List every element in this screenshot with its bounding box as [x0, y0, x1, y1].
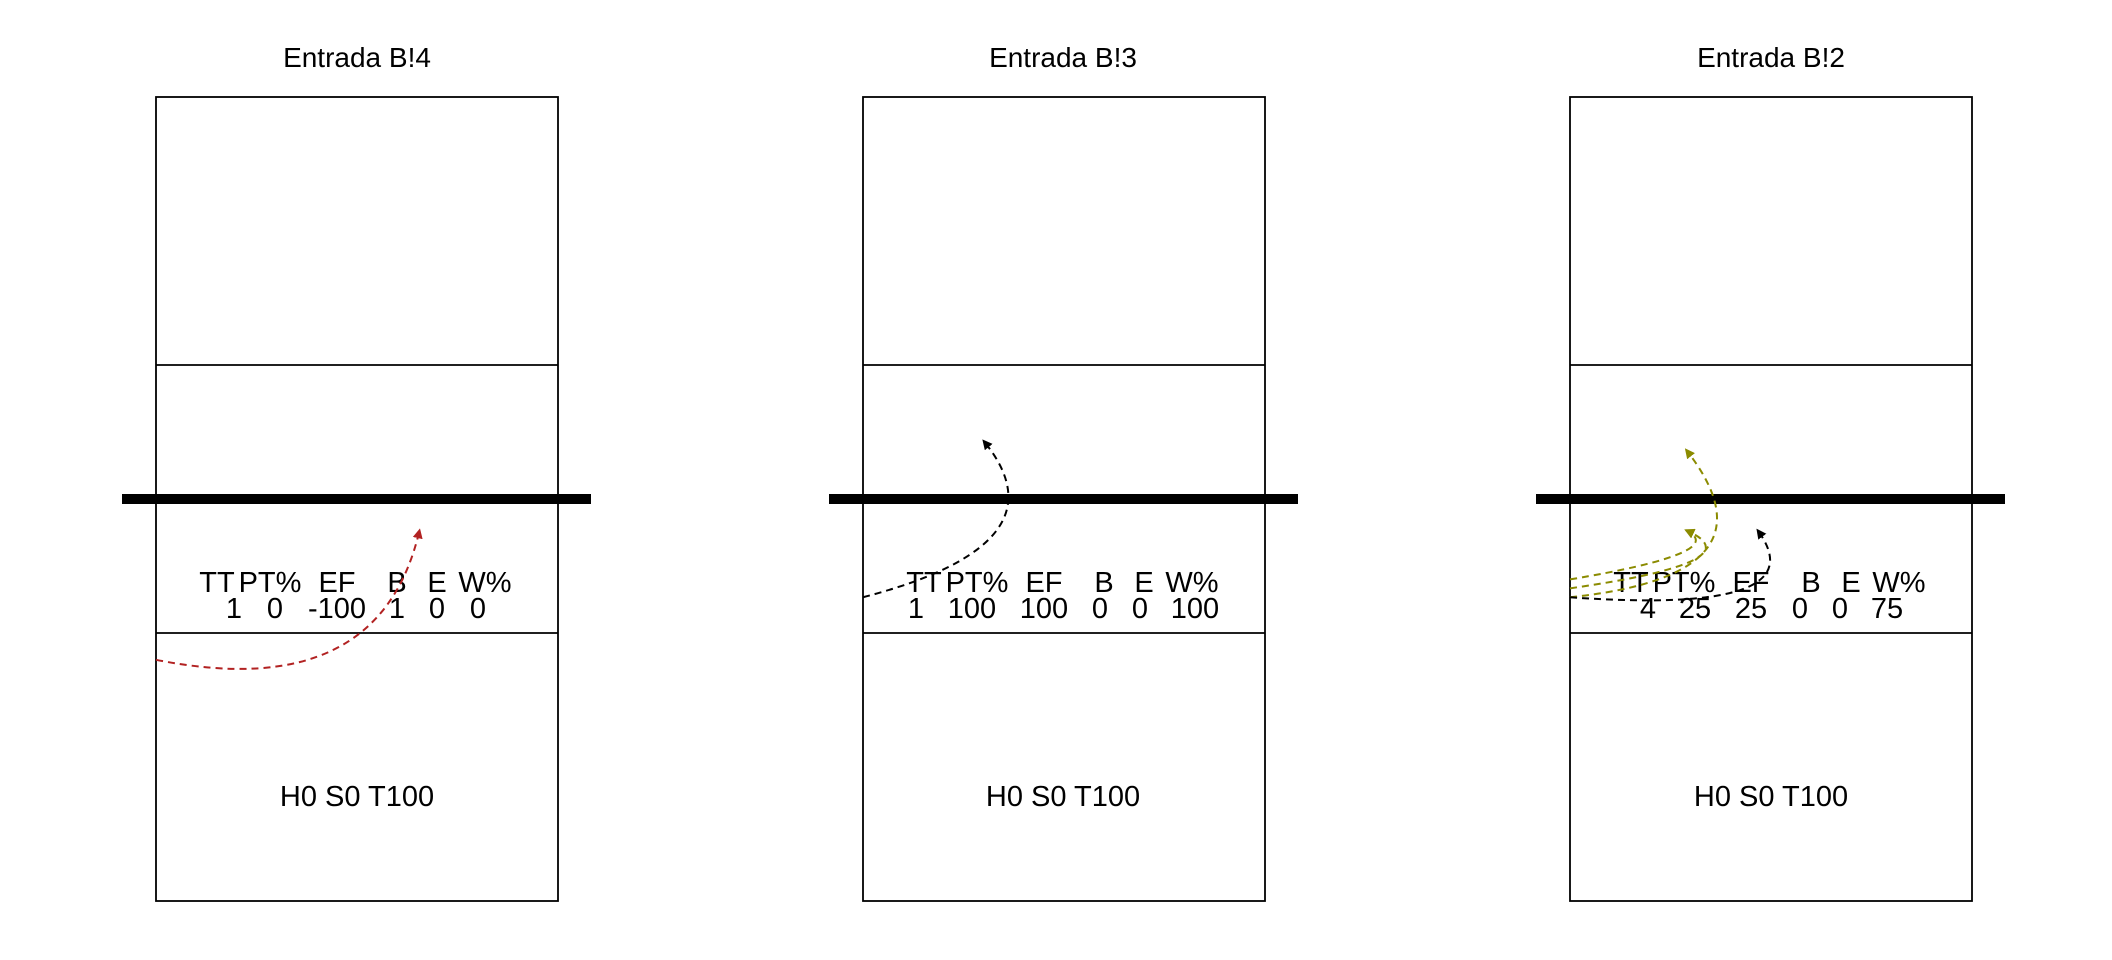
stat-header-tt: TT — [199, 567, 235, 599]
stat-header-ef: EF — [1732, 567, 1769, 599]
stat-value-tt: 1 — [908, 593, 924, 625]
stat-value-b: 0 — [1792, 593, 1808, 625]
stat-value-ef: -100 — [308, 593, 366, 625]
stat-header-e: E — [427, 567, 446, 599]
stat-value-ef: 100 — [1020, 593, 1068, 625]
attack-arrow — [1569, 529, 1697, 581]
stat-header-pt: PT% — [946, 567, 1009, 599]
stat-header-ef: EF — [1025, 567, 1062, 599]
stat-value-e: 0 — [429, 593, 445, 625]
zone-summary: H0 S0 T100 — [1694, 781, 1848, 813]
attack-arrows — [155, 528, 423, 670]
court-panel-3: Entrada B!2 TT PT% EF B E W% 4 25 25 0 0… — [1536, 42, 2005, 902]
stats-header-row: TT PT% EF B E W% — [906, 567, 1218, 599]
stat-value-ef: 25 — [1735, 593, 1767, 625]
attack-arrows — [862, 439, 1010, 599]
panel-title: Entrada B!4 — [283, 42, 431, 73]
zone-summary: H0 S0 T100 — [986, 781, 1140, 813]
stat-header-b: B — [387, 567, 406, 599]
stat-value-w: 0 — [470, 593, 486, 625]
stat-value-e: 0 — [1132, 593, 1148, 625]
stat-header-pt: PT% — [1653, 567, 1716, 599]
attack-arrow — [862, 439, 1010, 599]
panel-title: Entrada B!3 — [989, 42, 1137, 73]
stats-value-row: 1 100 100 0 0 100 — [908, 593, 1219, 625]
stat-value-b: 1 — [389, 593, 405, 625]
stat-header-b: B — [1801, 567, 1820, 599]
stat-value-e: 0 — [1832, 593, 1848, 625]
stat-value-pt: 100 — [948, 593, 996, 625]
stat-header-e: E — [1134, 567, 1153, 599]
stat-value-w: 100 — [1171, 593, 1219, 625]
court-panel-1: Entrada B!4 TT PT% EF B E W% 1 0 -100 1 … — [122, 42, 591, 902]
stats-value-row: 4 25 25 0 0 75 — [1640, 593, 1903, 625]
panel-title: Entrada B!2 — [1697, 42, 1845, 73]
stat-value-tt: 4 — [1640, 593, 1656, 625]
stats-header-row: TT PT% EF B E W% — [1613, 567, 1925, 599]
stat-header-pt: PT% — [239, 567, 302, 599]
stat-header-e: E — [1841, 567, 1860, 599]
court-panel-2: Entrada B!3 TT PT% EF B E W% 1 100 100 0… — [829, 42, 1298, 902]
stat-header-b: B — [1094, 567, 1113, 599]
stat-header-ef: EF — [318, 567, 355, 599]
stat-value-b: 0 — [1092, 593, 1108, 625]
attack-arrows — [1569, 448, 1771, 602]
stat-header-w: W% — [1165, 567, 1218, 599]
attack-arrow — [1569, 448, 1718, 599]
attack-arrow — [1569, 528, 1707, 590]
stats-value-row: 1 0 -100 1 0 0 — [226, 593, 486, 625]
stats-header-row: TT PT% EF B E W% — [199, 567, 511, 599]
stat-value-w: 75 — [1871, 593, 1903, 625]
attack-arrow — [155, 528, 423, 670]
stat-value-pt: 0 — [267, 593, 283, 625]
stat-header-w: W% — [458, 567, 511, 599]
stat-value-tt: 1 — [226, 593, 242, 625]
zone-summary: H0 S0 T100 — [280, 781, 434, 813]
stat-header-tt: TT — [1613, 567, 1649, 599]
stat-header-w: W% — [1872, 567, 1925, 599]
attack-arrow — [1569, 528, 1771, 602]
